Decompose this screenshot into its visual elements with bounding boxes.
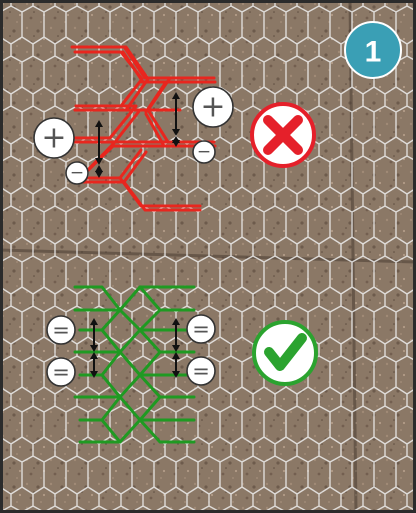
plus-symbol-right: + xyxy=(193,87,233,127)
minus-symbol-right: − xyxy=(193,141,215,163)
equal-symbol-left-bottom: = xyxy=(47,358,75,386)
minus-symbol-left-text: − xyxy=(70,163,84,183)
equal-symbol-left-top-text: = xyxy=(52,318,70,342)
equal-symbol-left-top: = xyxy=(47,316,75,344)
plus-symbol-left: + xyxy=(34,118,74,158)
minus-symbol-right-text: − xyxy=(197,142,211,162)
plus-symbol-right-text: + xyxy=(200,90,225,125)
equal-symbol-right-top: = xyxy=(187,315,215,343)
equal-symbol-right-top-text: = xyxy=(192,317,210,341)
equal-symbol-right-bottom: = xyxy=(187,357,215,385)
green-check-icon xyxy=(254,322,316,384)
minus-symbol-left: − xyxy=(66,162,88,184)
step-badge: 1 xyxy=(345,22,401,78)
equal-symbol-left-bottom-text: = xyxy=(52,360,70,384)
red-x-icon xyxy=(252,104,314,166)
plus-symbol-left-text: + xyxy=(41,121,66,156)
equal-symbol-right-bottom-text: = xyxy=(192,359,210,383)
step-number: 1 xyxy=(365,36,382,69)
